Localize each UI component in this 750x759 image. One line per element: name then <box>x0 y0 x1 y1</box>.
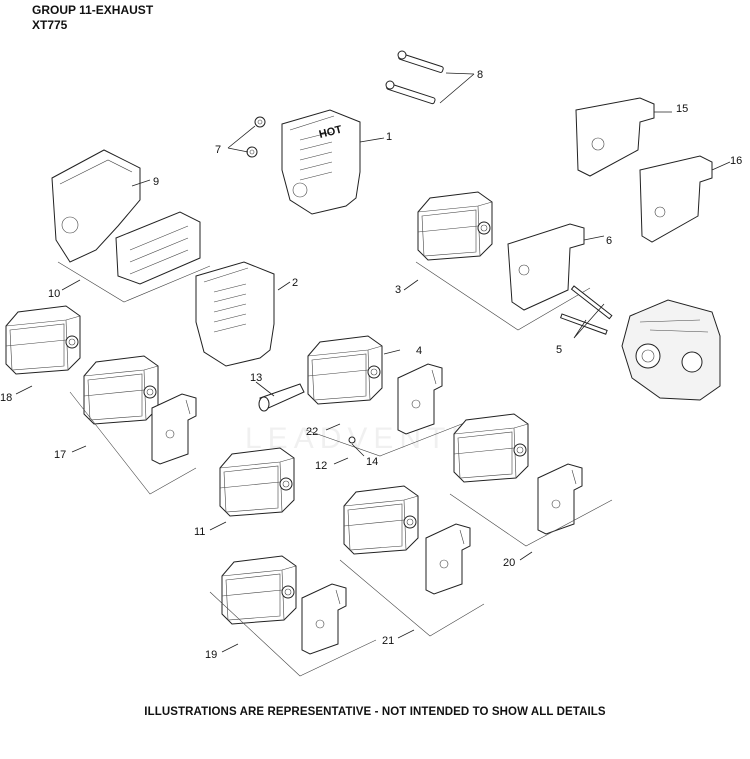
callout-5: 5 <box>556 344 562 356</box>
part-21-muffler <box>339 485 485 639</box>
part-12-clamp <box>333 457 349 465</box>
part-10-heat-shield-panel <box>57 211 211 303</box>
part-2-heat-shield <box>195 261 291 367</box>
part-9-heat-shield <box>51 149 151 263</box>
engine-manifold <box>621 299 721 401</box>
callout-22: 22 <box>306 426 318 438</box>
callout-17: 17 <box>54 449 66 461</box>
callout-4: 4 <box>416 345 422 357</box>
part-3-muffler <box>403 191 591 331</box>
part-14-screw <box>348 436 365 457</box>
callout-15: 15 <box>676 103 688 115</box>
callout-21: 21 <box>382 635 394 647</box>
callout-19: 19 <box>205 649 217 661</box>
part-6-gasket-plate <box>507 223 605 311</box>
part-8-bolts <box>385 50 475 105</box>
part-13-spark-arrestor <box>255 381 305 412</box>
part-16-gasket <box>639 155 731 243</box>
page-title: GROUP 11-EXHAUST <box>32 3 154 17</box>
callout-7: 7 <box>215 144 221 156</box>
callout-3: 3 <box>395 284 401 296</box>
callout-1: 1 <box>386 131 392 143</box>
callout-18: 18 <box>0 392 12 404</box>
model-number: XT775 <box>32 18 68 32</box>
callout-10: 10 <box>48 288 60 300</box>
part-17-muffler <box>69 355 197 495</box>
callout-14: 14 <box>366 456 378 468</box>
callout-16: 16 <box>730 155 742 167</box>
part-7-nuts <box>227 116 266 158</box>
part-19-muffler <box>209 555 377 677</box>
callout-8: 8 <box>477 69 483 81</box>
part-18-muffler <box>5 305 81 395</box>
part-4-muffler <box>305 335 473 457</box>
part-22-fastener <box>325 423 341 431</box>
part-5-studs <box>559 285 613 339</box>
callout-11: 11 <box>194 526 205 538</box>
callout-12: 12 <box>315 460 327 472</box>
disclaimer-note: ILLUSTRATIONS ARE REPRESENTATIVE - NOT I… <box>144 706 606 718</box>
part-20-muffler <box>449 413 613 561</box>
shield-label: HOT <box>318 124 344 141</box>
part-11-muffler <box>209 447 295 531</box>
part-15-gasket <box>575 97 672 177</box>
callout-9: 9 <box>153 176 159 188</box>
callout-2: 2 <box>292 277 298 289</box>
callout-6: 6 <box>606 235 612 247</box>
callout-20: 20 <box>503 557 515 569</box>
callout-13: 13 <box>250 372 262 384</box>
part-1-heat-shield: HOT <box>281 109 385 215</box>
